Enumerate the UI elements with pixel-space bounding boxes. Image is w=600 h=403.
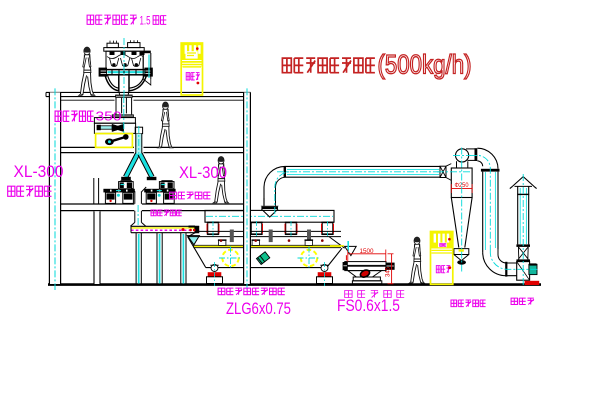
svg-text:1500: 1500 xyxy=(360,248,375,255)
svg-text:XL-300: XL-300 xyxy=(14,163,64,181)
svg-text:345: 345 xyxy=(386,266,392,277)
svg-text:XL-300: XL-300 xyxy=(179,163,227,182)
svg-text:1.5: 1.5 xyxy=(140,16,151,28)
svg-text:350: 350 xyxy=(96,110,122,124)
svg-text:ZLG6x0.75: ZLG6x0.75 xyxy=(226,300,291,318)
svg-text:FS0.6x1.5: FS0.6x1.5 xyxy=(337,297,400,315)
svg-text:Φ250: Φ250 xyxy=(455,183,470,189)
svg-text:(500kg/h): (500kg/h) xyxy=(378,50,472,80)
